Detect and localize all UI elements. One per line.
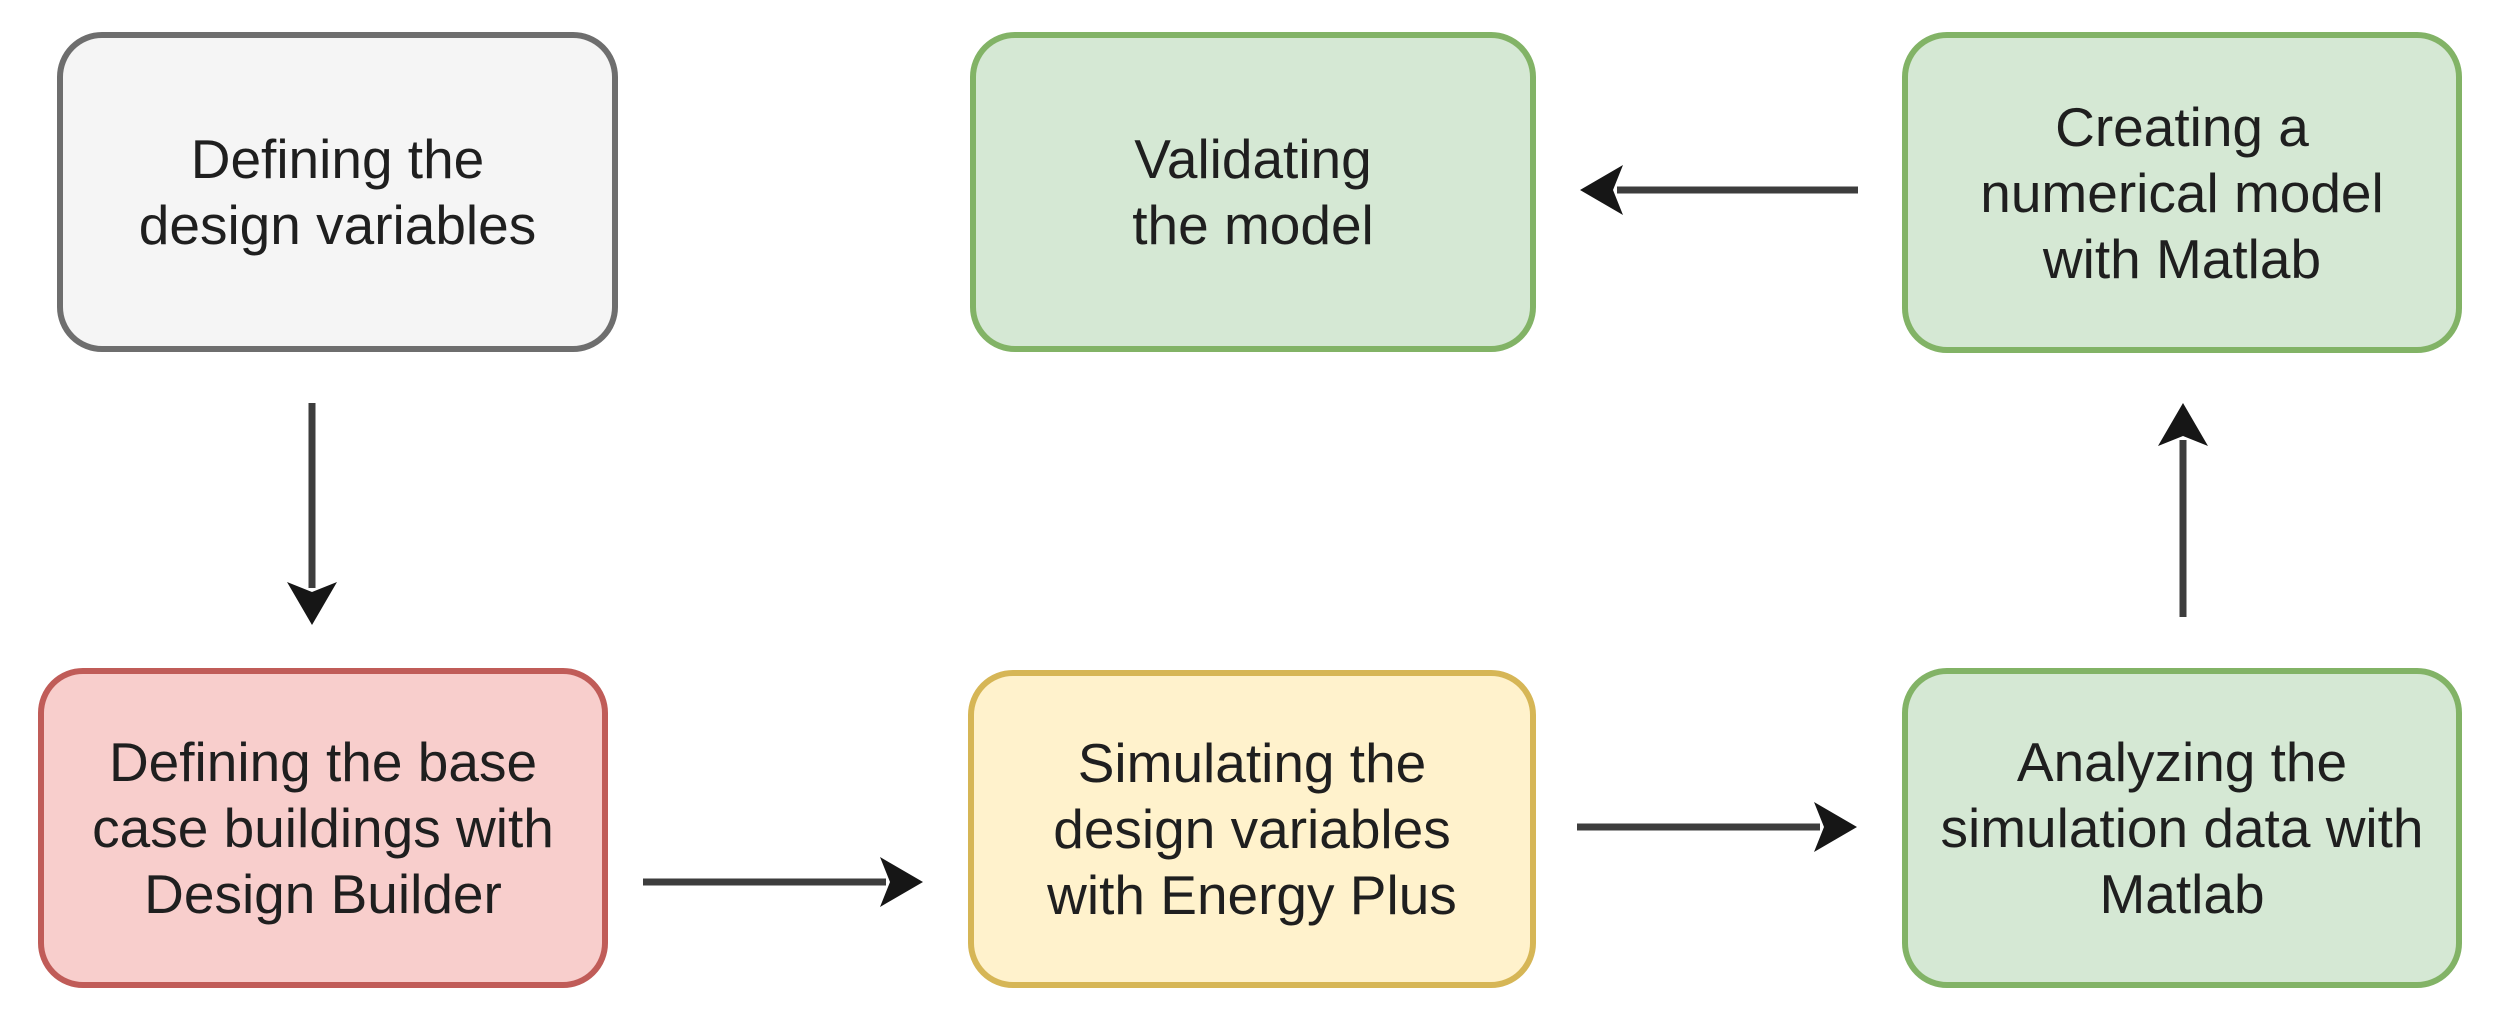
- node-validate-model: Validating the model: [970, 32, 1536, 352]
- arrow-define-variables-to-define-base-case: [287, 403, 337, 625]
- arrowhead-right-icon: [880, 857, 923, 907]
- node-analyze-data: Analyzing the simulation data with Matla…: [1902, 668, 2462, 988]
- node-simulate-variables: Simulating the design variables with Ene…: [968, 670, 1536, 988]
- arrowhead-down-icon: [287, 582, 337, 625]
- arrowhead-left-icon: [1580, 165, 1623, 215]
- arrow-create-numerical-model-to-validate-model: [1580, 165, 1858, 215]
- arrow-define-base-case-to-simulate-variables: [643, 857, 923, 907]
- node-define-variables: Defining the design variables: [57, 32, 618, 352]
- arrow-simulate-variables-to-analyze-data: [1577, 802, 1857, 852]
- node-define-base-case: Defining the base case buildings with De…: [38, 668, 608, 988]
- arrowhead-right-icon: [1814, 802, 1857, 852]
- arrowhead-up-icon: [2158, 403, 2208, 446]
- arrow-analyze-data-to-create-numerical-model: [2158, 403, 2208, 617]
- node-create-numerical-model: Creating a numerical model with Matlab: [1902, 32, 2462, 353]
